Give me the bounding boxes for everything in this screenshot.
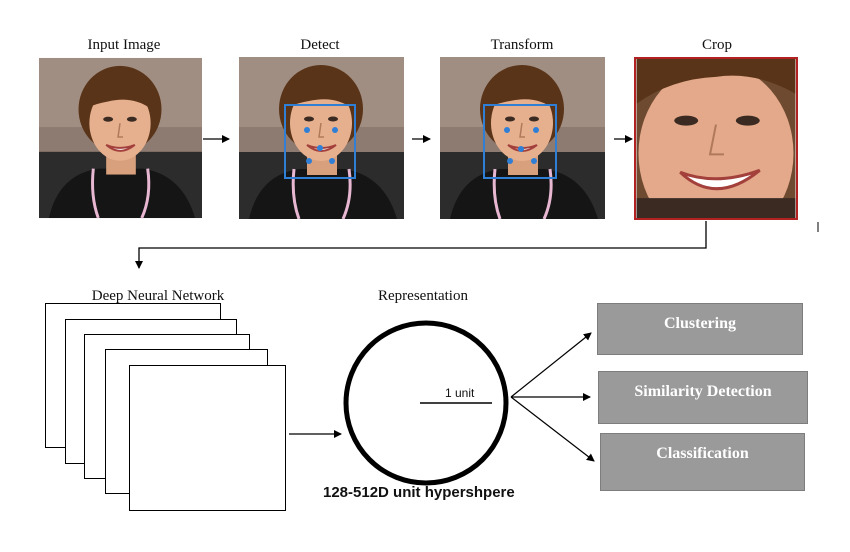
crop-label: Crop [702, 37, 732, 53]
landmark-point [329, 158, 335, 164]
detect-photo [231, 57, 411, 219]
transform-label: Transform [490, 37, 554, 53]
classification-label: Classification [656, 445, 749, 462]
landmark-point [332, 127, 338, 133]
landmark-point [317, 145, 323, 151]
landmark-point [304, 127, 310, 133]
arrow-to-clustering [510, 332, 592, 398]
transform-box [483, 104, 557, 179]
radius-label: 1 unit [445, 386, 475, 400]
landmark-point [533, 127, 539, 133]
landmark-point [518, 146, 524, 152]
landmark-point [306, 158, 312, 164]
input-image-label: Input Image [87, 37, 161, 53]
classification-box: Classification [600, 433, 805, 491]
landmark-point [531, 158, 537, 164]
detect-label: Detect [300, 37, 340, 53]
network-label: Deep Neural Network [91, 288, 225, 304]
hypersphere-circle [343, 320, 509, 486]
clustering-label: Clustering [664, 315, 736, 332]
arrow-to-classification [510, 396, 595, 462]
detection-box [284, 104, 356, 179]
network-layer [129, 365, 286, 511]
landmark-point [504, 127, 510, 133]
similarity-detection-label: Similarity Detection [634, 383, 772, 400]
clustering-box: Clustering [597, 303, 803, 355]
arrow-crop-to-network [135, 221, 707, 269]
landmark-point [507, 158, 513, 164]
representation-label: Representation [378, 288, 468, 304]
transform-photo [432, 57, 612, 219]
crop-photo [634, 57, 798, 220]
similarity-detection-box: Similarity Detection [598, 371, 808, 424]
hypersphere-caption: 128-512D unit hypershpere [323, 484, 515, 501]
